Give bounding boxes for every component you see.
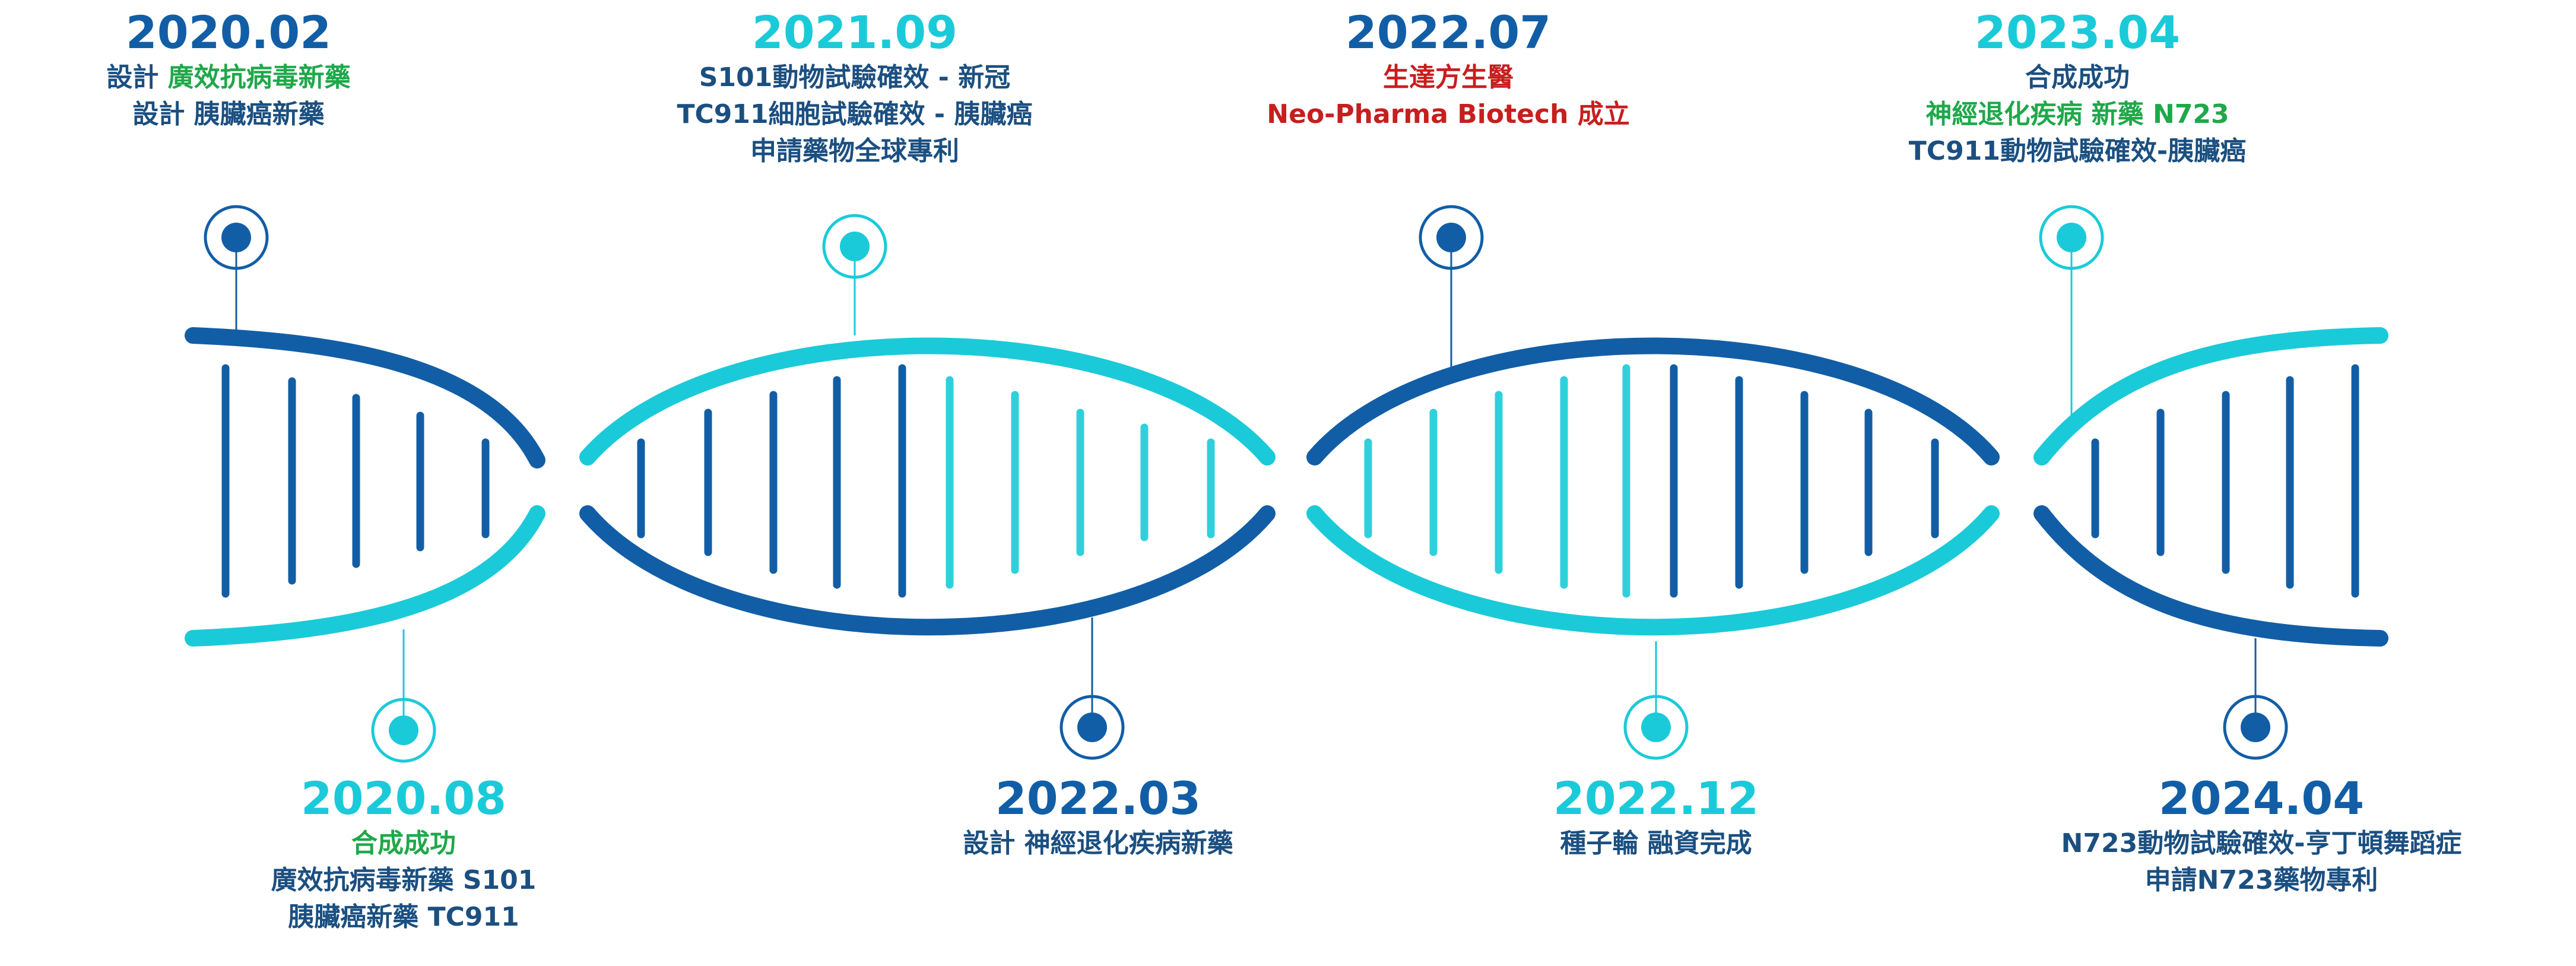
event-line: 生達方生醫: [1383, 62, 1514, 93]
event-line: TC911動物試驗確效-胰臟癌: [1908, 136, 2247, 166]
marker-ring: [1623, 695, 1689, 760]
helix-strand: [579, 505, 1276, 636]
helix-strand: [1306, 337, 2000, 465]
marker-dot: [1641, 712, 1671, 742]
event-line: 申請N723藥物專利: [2144, 865, 2378, 895]
event-date: 2022.07: [1345, 6, 1552, 59]
event-2021-09: 2021.09 S101動物試驗確效 - 新冠 TC911細胞試驗確效 - 胰臟…: [499, 6, 1211, 170]
marker-ring: [371, 698, 436, 763]
event-date: 2020.02: [125, 6, 332, 59]
marker-dot: [221, 223, 251, 252]
helix-strand: [2033, 327, 2388, 465]
event-2022-12: 2022.12 種子輪 融資完成: [1300, 772, 2012, 862]
event-2024-04: 2024.04 N723動物試驗確效-亨丁頓舞蹈症 申請N723藥物專利: [1905, 772, 2576, 899]
event-line: S101動物試驗確效 - 新冠: [699, 62, 1011, 93]
event-line: 設計 神經退化疾病新藥: [963, 828, 1233, 859]
event-date: 2020.08: [300, 772, 507, 825]
event-2023-04: 2023.04 合成成功 神經退化疾病 新藥 N723 TC911動物試驗確效-…: [1721, 6, 2434, 170]
event-line: TC911細胞試驗確效 - 胰臟癌: [677, 99, 1033, 129]
helix-strand: [2033, 505, 2388, 647]
event-line: 廣效抗病毒新藥 S101: [271, 865, 537, 895]
event-line: 申請藥物全球專利: [750, 136, 959, 166]
event-line: 胰臟癌新藥 TC911: [288, 902, 519, 932]
helix-strand: [1306, 505, 2000, 636]
event-line-prefix: 設計: [106, 62, 168, 93]
marker-dot: [389, 715, 418, 745]
event-date: 2022.12: [1553, 772, 1759, 825]
marker-dot: [2057, 223, 2086, 252]
marker-dot: [1077, 712, 1107, 742]
event-line: N723動物試驗確效-亨丁頓舞蹈症: [2061, 828, 2462, 859]
event-date: 2023.04: [1974, 6, 2181, 59]
event-line: 種子輪 融資完成: [1560, 828, 1752, 859]
marker-ring: [822, 214, 887, 279]
helix-strand: [185, 505, 545, 647]
event-line: 合成成功: [2025, 62, 2130, 93]
helix-strand: [579, 337, 1276, 465]
event-2020-02: 2020.02 設計 廣效抗病毒新藥 設計 胰臟癌新藥: [0, 6, 585, 133]
marker-dot: [1436, 223, 1466, 252]
event-line-highlight: 廣效抗病毒新藥: [167, 62, 351, 93]
marker-dot: [840, 232, 870, 261]
marker-ring: [2223, 695, 2288, 760]
marker-dot: [2241, 712, 2270, 742]
event-2022-03: 2022.03 設計 神經退化疾病新藥: [742, 772, 1454, 862]
helix-strand: [185, 327, 545, 468]
event-line: 設計 胰臟癌新藥: [132, 99, 325, 129]
marker-ring: [1059, 695, 1125, 760]
event-2020-08: 2020.08 合成成功 廣效抗病毒新藥 S101 胰臟癌新藥 TC911: [47, 772, 760, 936]
event-line: 設計 廣效抗病毒新藥: [0, 59, 585, 96]
event-date: 2021.09: [751, 6, 958, 59]
marker-ring: [204, 205, 269, 270]
marker-ring: [1419, 205, 1484, 270]
event-line: 合成成功: [351, 828, 456, 859]
event-line: 神經退化疾病 新藥 N723: [1925, 99, 2229, 129]
event-date: 2024.04: [2158, 772, 2365, 825]
event-line: Neo-Pharma Biotech 成立: [1267, 99, 1630, 129]
marker-ring: [2039, 205, 2104, 270]
event-date: 2022.03: [995, 772, 1201, 825]
event-2022-07: 2022.07 生達方生醫 Neo-Pharma Biotech 成立: [1092, 6, 1804, 133]
